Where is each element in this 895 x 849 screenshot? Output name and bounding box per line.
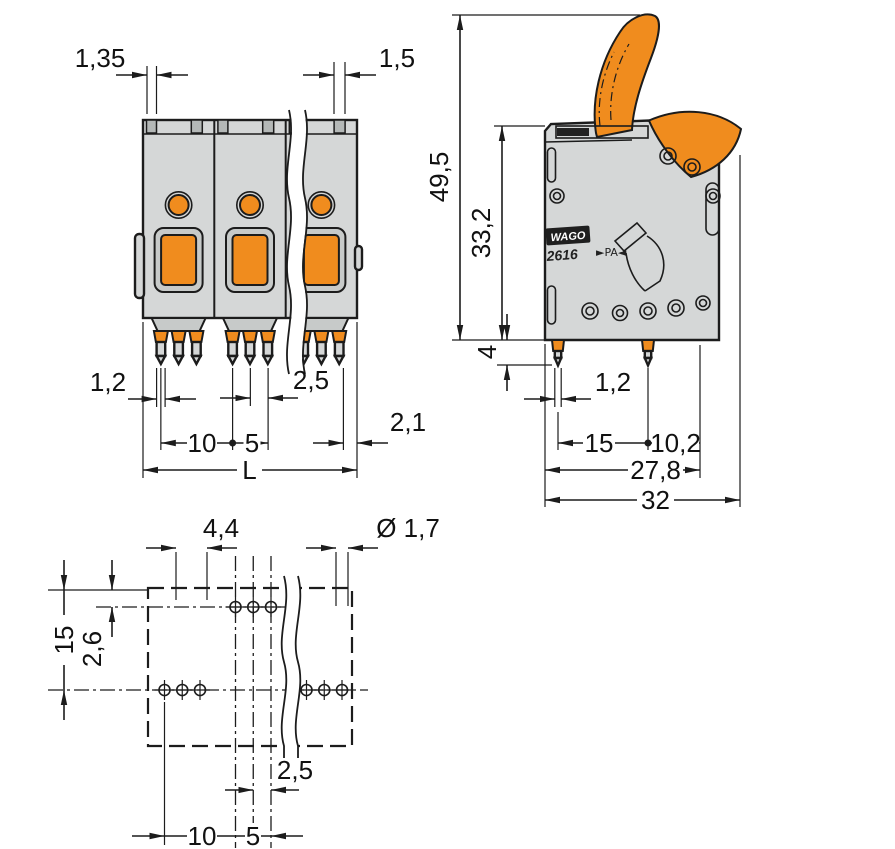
- dim-side-body-height: 33,2: [466, 208, 496, 259]
- lever-slot: [557, 128, 589, 136]
- drill-mark: [189, 679, 211, 701]
- dim-footprint-half-pitch: 5: [246, 821, 260, 849]
- clamp-mechanism: [613, 221, 665, 292]
- drill-mark: [313, 679, 336, 701]
- break-line: [280, 575, 288, 758]
- dim-footprint-hole-pitch: 2,5: [277, 755, 313, 785]
- dim-side-pin-span: 15: [585, 428, 614, 458]
- dim-front-edge-gap: 2,1: [390, 407, 426, 437]
- dim-side-depth-body: 27,8: [630, 455, 681, 485]
- front-view: [133, 108, 364, 376]
- rivet-holes: [549, 147, 721, 322]
- solder-pin: [331, 329, 348, 366]
- solder-pin: [313, 329, 330, 366]
- front-view-dimensions: 1,35 1,5 1,2 2,5 2,1 10 5 L: [75, 43, 426, 485]
- solder-pin: [188, 329, 205, 366]
- break-line: [286, 109, 292, 375]
- release-corner: [647, 110, 743, 179]
- side-view: WAGO 2616 ►PA◄: [543, 13, 743, 367]
- brand-text: WAGO: [550, 230, 586, 244]
- solder-pin: [170, 329, 187, 366]
- dim-footprint-row-spacing: 15: [49, 626, 79, 655]
- drill-mark: [224, 596, 247, 618]
- drill-mark: [242, 596, 265, 618]
- break-line: [302, 109, 308, 375]
- break-line: [294, 575, 302, 758]
- drill-mark: [153, 679, 176, 701]
- dim-front-slot-left: 1,35: [75, 43, 126, 73]
- dim-side-pin-width: 1,2: [595, 367, 631, 397]
- solder-pin: [224, 329, 241, 366]
- dim-footprint-row-offset: 2,6: [77, 631, 107, 667]
- dim-front-length: L: [242, 455, 256, 485]
- dim-front-slot-right: 1,5: [379, 43, 415, 73]
- brand-logo: WAGO: [545, 225, 591, 246]
- operating-lever: [593, 13, 660, 139]
- dim-front-pin-width: 1,2: [90, 367, 126, 397]
- solder-pin: [241, 329, 259, 366]
- footprint-dimensions: 4,4 Ø 1,7 15 2,6 2,5 10 5: [49, 513, 440, 849]
- series-marking: 2616: [545, 246, 578, 264]
- solder-pin: [259, 329, 276, 366]
- drill-mark: [260, 596, 282, 618]
- dim-side-pin-to-edge: 10,2: [650, 428, 701, 458]
- dim-footprint-pad-offset: 4,4: [203, 513, 239, 543]
- footprint-view: [48, 556, 368, 848]
- solder-pin: [640, 338, 656, 367]
- dim-front-half-pitch: 5: [245, 428, 259, 458]
- drill-mark: [171, 679, 194, 701]
- dim-front-pitch: 10: [188, 428, 217, 458]
- solder-pin: [550, 338, 566, 367]
- side-view-dimensions: 49,5 33,2 4 1,2 15 10,2 27,8 32: [424, 14, 741, 515]
- dim-side-depth-total: 32: [641, 485, 670, 515]
- drill-mark: [331, 679, 353, 701]
- dim-side-pin-length: 4: [472, 345, 502, 359]
- side-latch-tab: [133, 232, 146, 300]
- dim-front-pin-gap: 2,5: [293, 365, 329, 395]
- dim-footprint-pitch: 10: [188, 821, 217, 849]
- dim-side-total-height: 49,5: [424, 152, 454, 203]
- dim-footprint-hole-dia: Ø 1,7: [376, 513, 440, 543]
- material-marking: ►PA◄: [596, 246, 627, 259]
- solder-pin: [152, 329, 170, 366]
- side-latch-tab: [353, 244, 364, 272]
